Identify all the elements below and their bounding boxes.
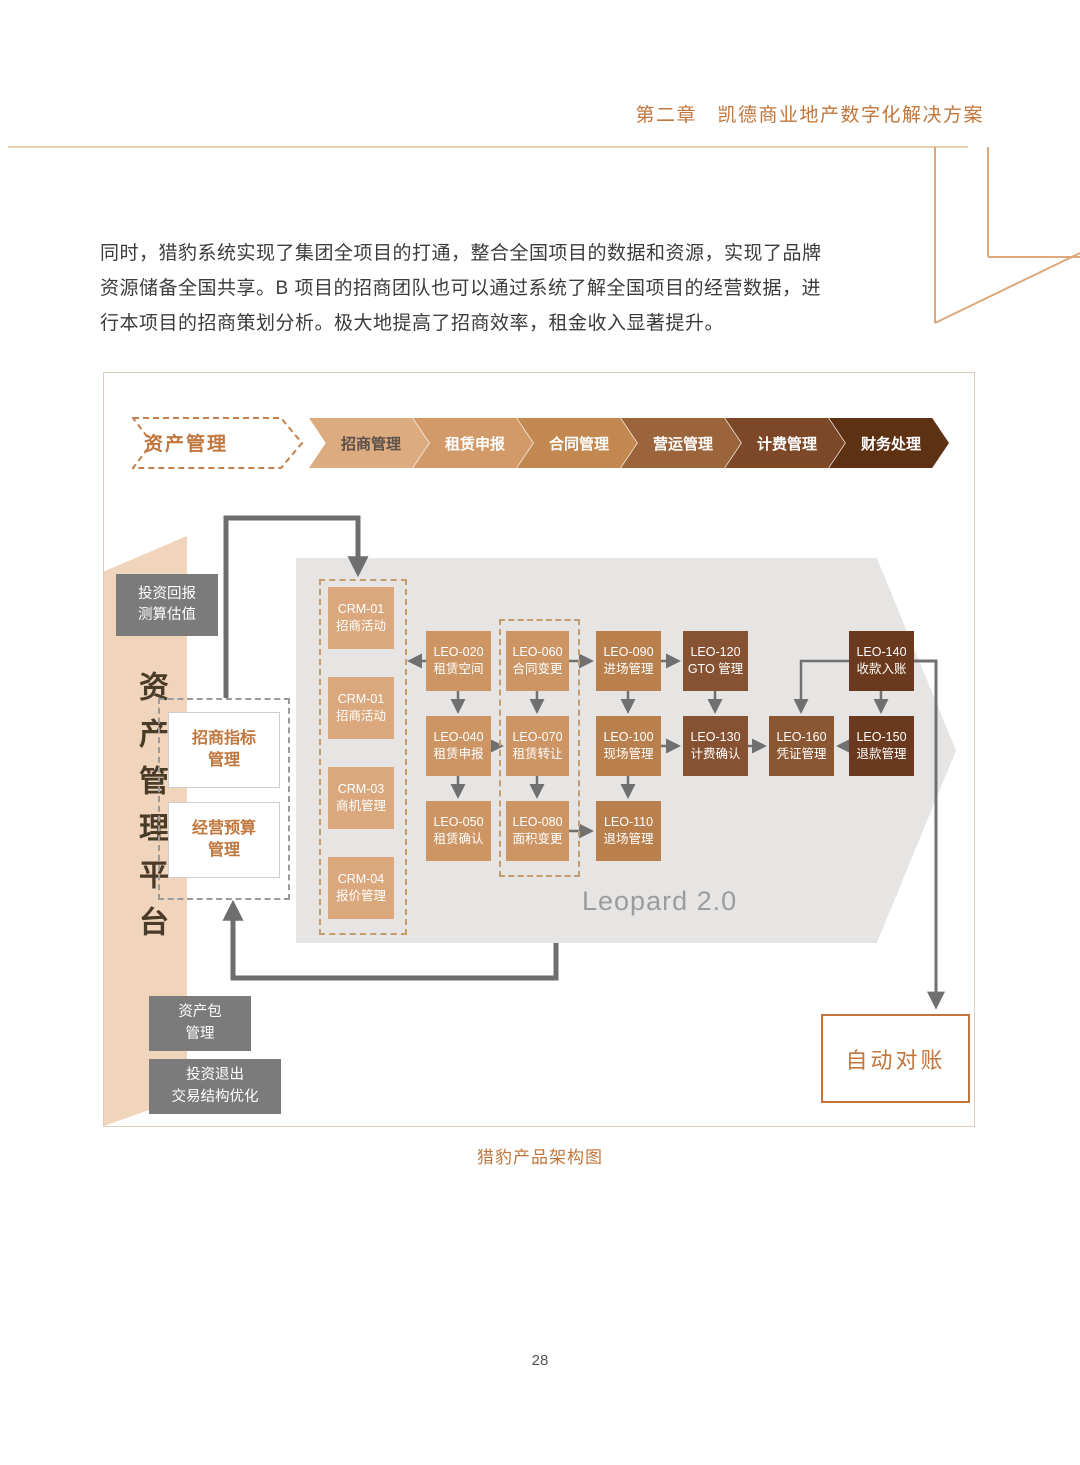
module-label: 租赁转让 (512, 747, 563, 761)
roi-line-1: 投资回报 (138, 585, 196, 602)
module-box-leo-110: LEO-110 退场管理 (596, 801, 661, 861)
module-label: 凭证管理 (776, 747, 827, 761)
module-code: LEO-120 (690, 645, 741, 660)
flow-step-finance: 财务处理 (829, 418, 949, 468)
platform-vertical-title: 资产管理平台 (133, 671, 168, 953)
module-box-leo-070: LEO-070 租赁转让 (506, 716, 569, 776)
indicator-dashed-frame (158, 698, 290, 900)
module-box-leo-090: LEO-090 进场管理 (596, 631, 661, 691)
module-code: LEO-060 (512, 645, 563, 660)
intro-paragraph: 同时，猎豹系统实现了集团全项目的打通，整合全国项目的数据和资源，实现了品牌 资源… (100, 236, 890, 341)
asset-package-line-2: 管理 (185, 1025, 215, 1042)
indicator2-line-2: 管理 (207, 842, 240, 859)
module-box-crm-01a: CRM-01 招商活动 (328, 587, 394, 649)
module-label: 现场管理 (603, 747, 654, 761)
indicator1-line-1: 招商指标 (191, 730, 256, 748)
module-box-leo-040: LEO-040 租赁申报 (426, 716, 491, 776)
module-code: LEO-160 (776, 730, 827, 745)
paragraph-line-3: 行本项目的招商策划分析。极大地提高了招商效率，租金收入显著提升。 (100, 313, 725, 334)
exit-line-1: 投资退出 (186, 1067, 244, 1084)
module-label: 面积变更 (512, 832, 563, 846)
flow-step-operation: 营运管理 (621, 418, 741, 468)
corner-decoration (934, 147, 1080, 324)
module-label: 退场管理 (603, 832, 654, 846)
merchant-indicator-box: 招商指标 管理 (168, 712, 280, 788)
module-label: 报价管理 (335, 889, 386, 903)
module-label: 收款入账 (856, 662, 907, 676)
module-code: LEO-070 (512, 730, 563, 745)
investment-exit-box: 投资退出 交易结构优化 (149, 1059, 281, 1114)
module-code: LEO-040 (433, 730, 484, 745)
crm-dashed-frame (319, 579, 407, 935)
module-label: 招商活动 (335, 619, 386, 633)
module-label: 合同变更 (512, 662, 563, 676)
module-box-leo-060: LEO-060 合同变更 (506, 631, 569, 691)
exit-line-2: 交易结构优化 (171, 1088, 259, 1105)
paragraph-line-1: 同时，猎豹系统实现了集团全项目的打通，整合全国项目的数据和资源，实现了品牌 (100, 243, 822, 264)
module-code: LEO-080 (512, 815, 563, 830)
module-label: 招商活动 (335, 709, 386, 723)
flow-step-contract: 合同管理 (517, 418, 637, 468)
asset-package-box: 资产包 管理 (149, 996, 251, 1051)
architecture-diagram: 资产管理 招商管理 租赁申报 合同管理 营运管理 计费管理 财务处理 资产管理平… (103, 372, 975, 1127)
module-box-leo-120: LEO-120 GTO 管理 (683, 631, 748, 691)
module-label: 计费确认 (690, 747, 741, 761)
module-label: 退款管理 (856, 747, 907, 761)
chapter-header: 第二章 凯德商业地产数字化解决方案 (635, 105, 984, 126)
module-code: LEO-090 (603, 645, 654, 660)
indicator2-line-1: 经营预算 (191, 820, 256, 838)
page-number: 28 (531, 1352, 549, 1369)
module-code: LEO-130 (690, 730, 741, 745)
asset-management-dashed-arrow (132, 417, 304, 469)
auto-reconciliation-box: 自动对账 (821, 1014, 970, 1103)
module-code: LEO-100 (603, 730, 654, 745)
module-label: 租赁空间 (433, 662, 484, 676)
indicator1-line-2: 管理 (207, 752, 240, 769)
module-box-leo-160: LEO-160 凭证管理 (769, 716, 834, 776)
paragraph-line-2: 资源储备全国共享。B 项目的招商团队也可以通过系统了解全国项目的经营数据，进 (100, 278, 821, 299)
module-label: 进场管理 (603, 662, 654, 676)
flow-step-lease-apply: 租赁申报 (413, 418, 533, 468)
module-box-leo-050: LEO-050 租赁确认 (426, 801, 491, 861)
flow-step-billing: 计费管理 (725, 418, 845, 468)
module-code: CRM-03 (337, 782, 385, 797)
budget-indicator-box: 经营预算 管理 (168, 802, 280, 878)
asset-management-label: 资产管理 (144, 434, 229, 455)
module-code: LEO-150 (856, 730, 907, 745)
asset-package-line-1: 资产包 (178, 1004, 222, 1021)
flow-step-merchants: 招商管理 (309, 418, 429, 468)
module-code: CRM-01 (337, 692, 385, 707)
module-code: CRM-04 (337, 872, 385, 887)
module-box-crm-03: CRM-03 商机管理 (328, 767, 394, 829)
module-box-leo-020: LEO-020 租赁空间 (426, 631, 491, 691)
module-code: LEO-110 (603, 815, 654, 830)
figure-caption: 猎豹产品架构图 (477, 1148, 603, 1167)
module-box-crm-01b: CRM-01 招商活动 (328, 677, 394, 739)
leopard-brand: Leopard 2.0 (582, 886, 738, 916)
module-box-leo-130: LEO-130 计费确认 (683, 716, 748, 776)
module-label: 租赁申报 (433, 747, 484, 761)
module-box-crm-04: CRM-04 报价管理 (328, 857, 394, 919)
roi-line-2: 测算估值 (138, 607, 196, 623)
module-code: LEO-050 (433, 815, 484, 830)
module-code: CRM-01 (337, 602, 385, 617)
module-label: 租赁确认 (433, 832, 484, 846)
module-code: LEO-140 (856, 645, 907, 660)
module-code: LEO-020 (433, 645, 484, 660)
module-label: GTO 管理 (687, 662, 744, 676)
header-rule (8, 146, 968, 148)
module-box-leo-100: LEO-100 现场管理 (596, 716, 661, 776)
roi-valuation-box: 投资回报 测算估值 (116, 574, 218, 636)
module-label: 商机管理 (335, 799, 386, 813)
contract-change-dashed-frame (499, 619, 580, 877)
module-box-leo-150: LEO-150 退款管理 (849, 716, 914, 776)
module-box-leo-140: LEO-140 收款入账 (849, 631, 914, 691)
module-box-leo-080: LEO-080 面积变更 (506, 801, 569, 861)
